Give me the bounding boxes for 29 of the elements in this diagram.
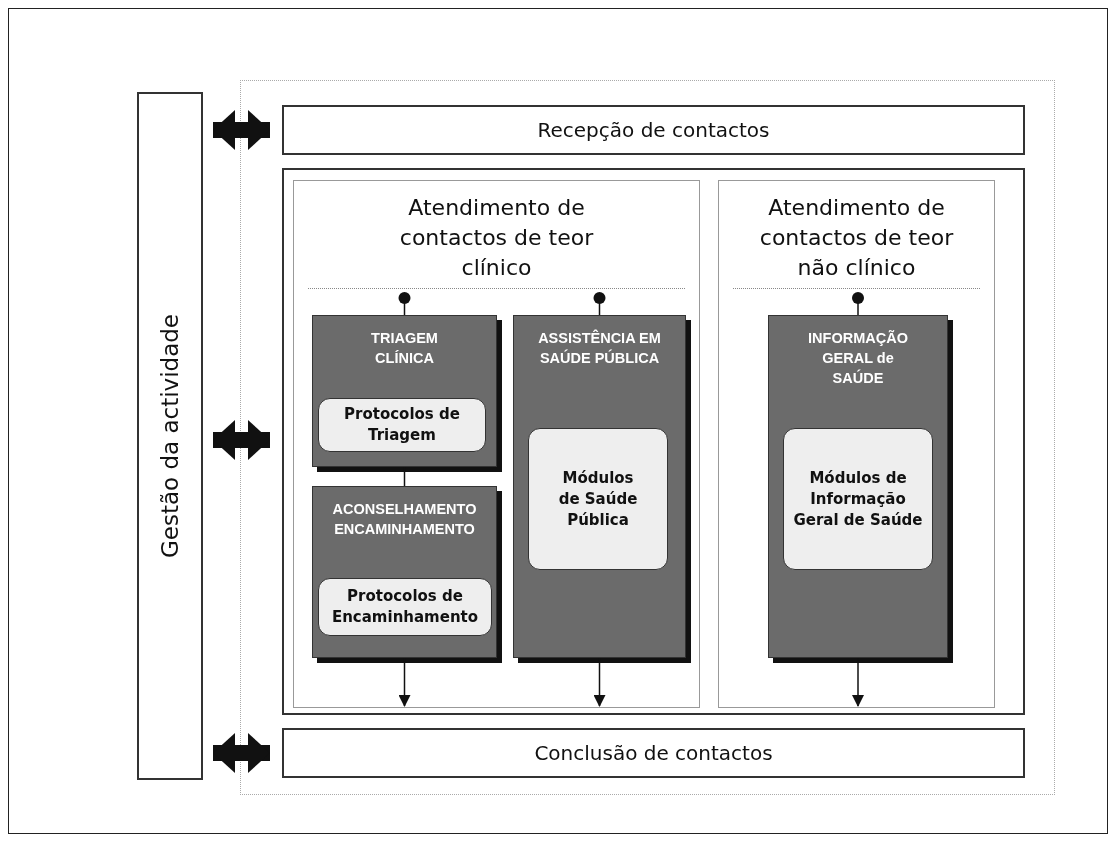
double-block-arrow — [213, 733, 270, 773]
service-title: ACONSELHAMENTO ENCAMINHAMENTO — [331, 500, 478, 539]
dot-connector — [593, 292, 606, 316]
vertical-label: Gestão da actividade — [157, 313, 183, 559]
double-block-arrow — [213, 420, 270, 460]
module-box — [783, 428, 933, 570]
panel-heading: Atendimento de contactos de teor não clínico — [758, 194, 955, 282]
module-label: Módulos de Saúde Pública — [557, 467, 639, 531]
service-title: ASSISTÊNCIA EM SAÚDE PÚBLICA — [537, 328, 662, 368]
dot-connector — [398, 292, 411, 316]
stage-box — [282, 105, 1025, 155]
double-block-arrow — [213, 110, 270, 150]
dot-connector — [852, 292, 864, 316]
module-label: Protocolos de Encaminhamento — [330, 586, 480, 628]
module-label: Módulos de Informação Geral de Saúde — [792, 467, 924, 531]
service-title: TRIAGEM CLÍNICA — [370, 329, 439, 368]
stage-box — [282, 728, 1025, 778]
module-label: Protocolos de Triagem — [343, 404, 461, 446]
module-box — [528, 428, 668, 570]
service-panel — [718, 180, 995, 708]
panel-heading: Atendimento de contactos de teor clínico — [398, 194, 595, 282]
box-shape — [282, 168, 1025, 715]
activity-management-box — [137, 92, 203, 780]
module-box — [318, 398, 486, 452]
module-box — [318, 578, 492, 636]
service-title: INFORMAÇÃO GERAL de SAÚDE — [807, 329, 909, 388]
stage-label: Conclusão de contactos — [534, 741, 773, 765]
service-panel — [293, 180, 700, 708]
stage-label: Recepção de contactos — [537, 118, 770, 142]
